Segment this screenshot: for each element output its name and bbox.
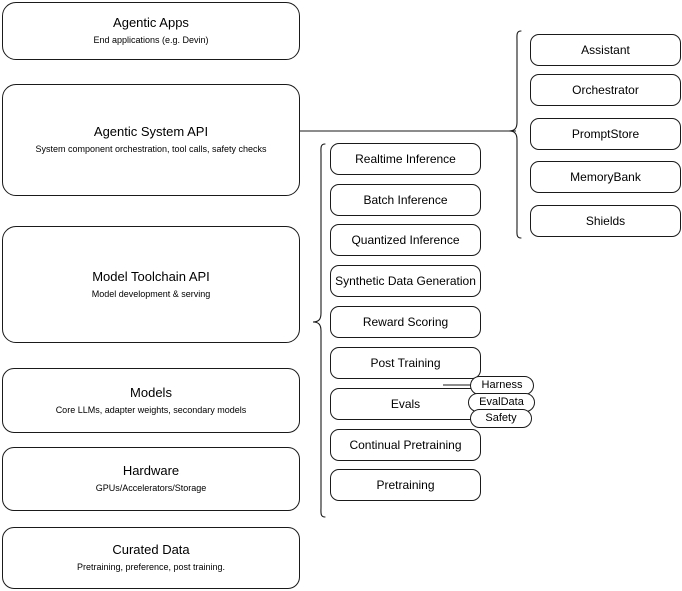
layer-title: Agentic System API xyxy=(93,124,209,139)
component-label: Evals xyxy=(390,397,421,411)
layer-subtitle: GPUs/Accelerators/Storage xyxy=(95,483,207,493)
layer-title: Model Toolchain API xyxy=(92,268,210,284)
component-label: PromptStore xyxy=(571,127,640,141)
layer-subtitle: Model development & serving xyxy=(91,288,211,299)
layer-title: Models xyxy=(130,384,172,400)
component-label: MemoryBank xyxy=(570,170,641,184)
component-memorybank[interactable]: MemoryBank xyxy=(530,161,681,193)
component-assistant[interactable]: Assistant xyxy=(530,34,681,66)
component-continual-pretraining[interactable]: Continual Pretraining xyxy=(330,429,481,461)
badge-label: Safety xyxy=(485,412,517,424)
component-label: Continual Pretraining xyxy=(349,438,462,452)
layer-title: Hardware xyxy=(122,463,180,478)
component-post-training[interactable]: Post Training xyxy=(330,347,481,379)
layer-model-toolchain-api[interactable]: Model Toolchain API Model development & … xyxy=(2,226,300,343)
layer-hardware[interactable]: Hardware GPUs/Accelerators/Storage xyxy=(2,447,300,511)
component-realtime-inference[interactable]: Realtime Inference xyxy=(330,143,481,175)
component-label: Assistant xyxy=(581,43,630,57)
component-promptstore[interactable]: PromptStore xyxy=(530,118,681,150)
component-orchestrator[interactable]: Orchestrator xyxy=(530,74,681,106)
component-label: Quantized Inference xyxy=(351,233,460,247)
layer-subtitle: System component orchestration, tool cal… xyxy=(35,144,267,154)
component-label: Shields xyxy=(585,214,626,228)
component-reward-scoring[interactable]: Reward Scoring xyxy=(330,306,481,338)
layer-models[interactable]: Models Core LLMs, adapter weights, secon… xyxy=(2,368,300,433)
component-label: Reward Scoring xyxy=(362,315,449,329)
layer-subtitle: End applications (e.g. Devin) xyxy=(93,35,209,45)
layer-subtitle: Pretraining, preference, post training. xyxy=(76,562,226,572)
badge-label: EvalData xyxy=(479,396,524,408)
badge-evaldata[interactable]: EvalData xyxy=(468,393,535,412)
component-quantized-inference[interactable]: Quantized Inference xyxy=(330,224,481,256)
component-evals[interactable]: Evals xyxy=(330,388,481,420)
badge-safety[interactable]: Safety xyxy=(470,409,532,428)
component-label: Realtime Inference xyxy=(355,152,456,166)
component-pretraining[interactable]: Pretraining xyxy=(330,469,481,501)
component-label: Pretraining xyxy=(376,478,435,492)
layer-title: Agentic Apps xyxy=(113,15,189,30)
component-label: Batch Inference xyxy=(363,193,448,207)
layer-agentic-apps[interactable]: Agentic Apps End applications (e.g. Devi… xyxy=(2,2,300,60)
badge-label: Harness xyxy=(481,379,523,391)
component-label: Synthetic Data Generation xyxy=(335,274,476,288)
component-synthetic-data-generation[interactable]: Synthetic Data Generation xyxy=(330,265,481,297)
component-label: Orchestrator xyxy=(572,83,639,97)
layer-agentic-system-api[interactable]: Agentic System API System component orch… xyxy=(2,84,300,196)
component-label: Post Training xyxy=(370,356,441,370)
layer-curated-data[interactable]: Curated Data Pretraining, preference, po… xyxy=(2,527,300,589)
layer-subtitle: Core LLMs, adapter weights, secondary mo… xyxy=(55,404,247,415)
component-batch-inference[interactable]: Batch Inference xyxy=(330,184,481,216)
layer-title: Curated Data xyxy=(112,542,190,557)
component-shields[interactable]: Shields xyxy=(530,205,681,237)
